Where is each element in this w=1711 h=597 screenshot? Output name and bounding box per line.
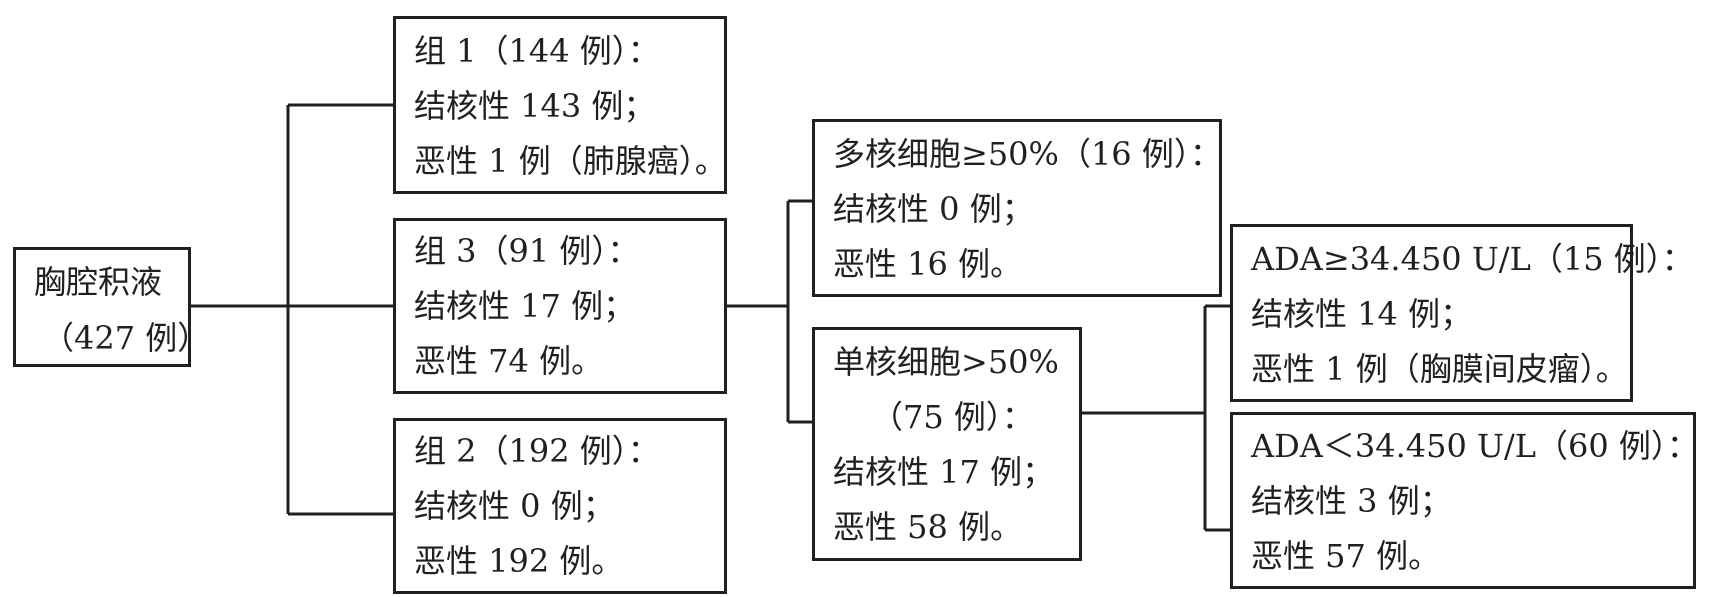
node-ada-low-malignant: 恶性 57 例。 [1251,537,1441,575]
node-group-3-title: 组 3（91 例）： [414,232,640,270]
node-mononuclear-malignant: 恶性 58 例。 [833,508,1023,546]
node-mononuclear-title: 单核细胞>50% [833,343,1059,381]
node-mononuclear-count: （75 例）： [871,398,1034,436]
node-ada-low: ADA＜34.450 U/L（60 例）： 结核性 3 例； 恶性 57 例。 [1230,412,1699,589]
node-group-1-malignant: 恶性 1 例（肺腺癌）。 [414,142,727,180]
node-group-3-malignant: 恶性 74 例。 [414,342,604,380]
node-group-2-tb: 结核性 0 例； [414,487,615,525]
node-root-title: 胸腔积液 [34,263,163,301]
node-group-1-title: 组 1（144 例）： [414,32,660,70]
node-ada-high: ADA≥34.450 U/L（15 例）： 结核性 14 例； 恶性 1 例（胸… [1230,224,1694,402]
node-group-2-malignant: 恶性 192 例。 [414,542,624,580]
node-mononuclear-tb: 结核性 17 例； [833,453,1055,491]
node-group-1: 组 1（144 例）： 结核性 143 例； 恶性 1 例（肺腺癌）。 [393,16,727,194]
node-multinuclear-malignant: 恶性 16 例。 [833,245,1023,283]
node-ada-low-title: ADA＜34.450 U/L（60 例）： [1251,427,1699,465]
node-ada-high-tb: 结核性 14 例； [1251,295,1473,333]
node-multinuclear-tb: 结核性 0 例； [833,190,1034,228]
node-group-2: 组 2（192 例）： 结核性 0 例； 恶性 192 例。 [393,418,727,594]
node-mononuclear: 单核细胞>50% （75 例）： 结核性 17 例； 恶性 58 例。 [812,327,1082,561]
node-multinuclear-title: 多核细胞≥50%（16 例）： [833,135,1222,173]
node-ada-high-malignant: 恶性 1 例（胸膜间皮瘤）。 [1251,350,1628,388]
node-multinuclear: 多核细胞≥50%（16 例）： 结核性 0 例； 恶性 16 例。 [812,119,1222,297]
node-ada-high-title: ADA≥34.450 U/L（15 例）： [1251,240,1694,278]
node-pleural-effusion: 胸腔积液 （427 例） [13,247,210,367]
node-group-3: 组 3（91 例）： 结核性 17 例； 恶性 74 例。 [393,218,727,394]
node-group-1-tb: 结核性 143 例； [414,87,656,125]
node-root-count: （427 例） [42,319,210,357]
node-group-3-tb: 结核性 17 例； [414,287,636,325]
node-group-2-title: 组 2（192 例）： [414,432,660,470]
node-ada-low-tb: 结核性 3 例； [1251,482,1452,520]
